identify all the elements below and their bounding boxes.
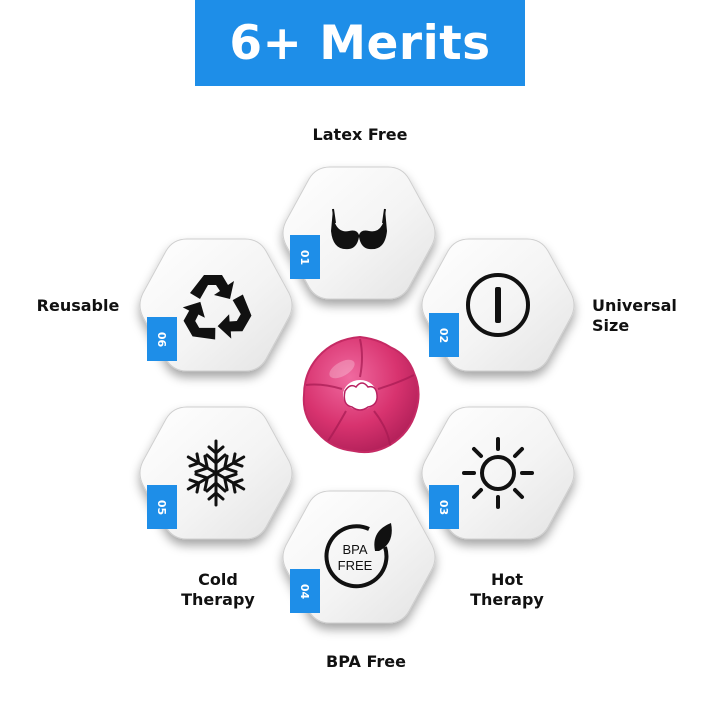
bpa-free-leaf-icon: BPA FREE	[324, 523, 392, 589]
bpa-text: BPA	[342, 542, 367, 557]
merit-number-badge: 04	[290, 569, 320, 613]
merit-label-universal-size: Universal Size	[592, 296, 677, 335]
merit-label-bpa-free: BPA Free	[326, 652, 406, 671]
hexagon-tile	[282, 490, 436, 624]
recycle-icon	[177, 275, 256, 345]
hexagon-tile	[421, 406, 575, 540]
merit-label-cold-therapy: Cold Therapy	[181, 570, 255, 609]
merit-number-badge: 06	[147, 317, 177, 361]
sun-icon	[462, 437, 534, 509]
merit-tile-cold-therapy: 05	[135, 403, 297, 543]
merit-label-hot-therapy: Hot Therapy	[470, 570, 544, 609]
snowflake-icon	[182, 439, 250, 507]
merit-tile-reusable: 06	[135, 235, 297, 375]
page-title: 6+ Merits	[229, 15, 491, 71]
gel-pad-image	[302, 335, 420, 454]
merit-number-badge: 05	[147, 485, 177, 529]
hexagon-tile	[139, 238, 293, 372]
merit-tile-hot-therapy: 03	[417, 403, 579, 543]
hexagon-tile	[282, 166, 436, 300]
merit-number-badge: 02	[429, 313, 459, 357]
bra-icon	[331, 208, 387, 250]
merit-tile-bpa-free: BPA FREE 04	[278, 487, 440, 627]
merit-label-latex-free: Latex Free	[312, 125, 408, 144]
merit-tile-latex-free: 01	[278, 163, 440, 303]
merit-number-badge: 01	[290, 235, 320, 279]
free-text: FREE	[338, 558, 373, 573]
merit-tile-universal-size: 02	[417, 235, 579, 375]
merit-label-reusable: Reusable	[36, 296, 120, 315]
power-icon	[466, 273, 530, 337]
title-banner: 6+ Merits	[195, 0, 525, 86]
merit-number-badge: 03	[429, 485, 459, 529]
